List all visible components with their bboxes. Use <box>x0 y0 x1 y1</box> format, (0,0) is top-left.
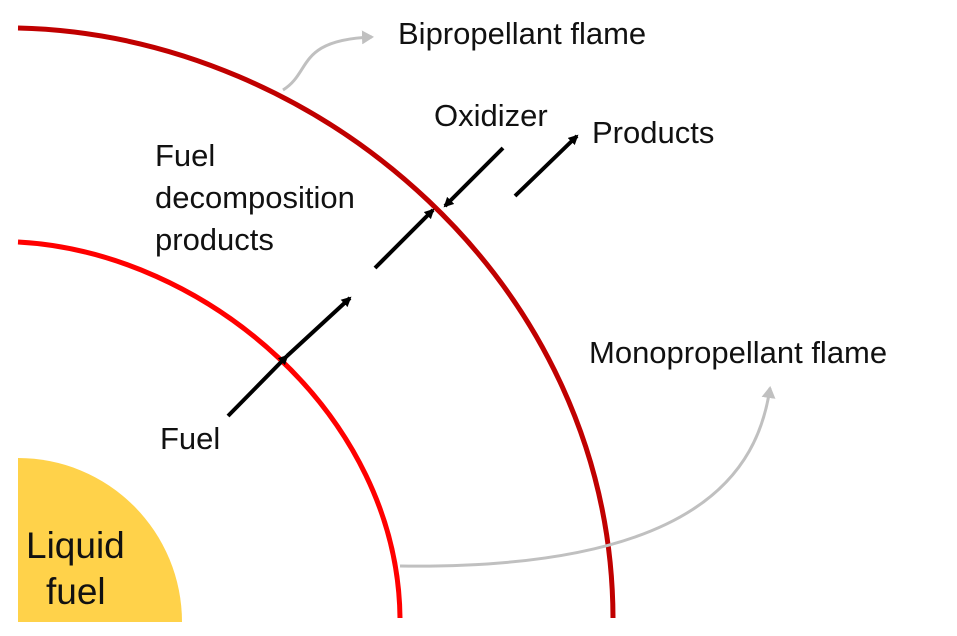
fuel-decomposition-label-line-3: products <box>155 222 274 257</box>
monopropellant-flame-label: Monopropellant flame <box>589 335 887 370</box>
fuel-arrow-lower <box>226 354 289 418</box>
bipropellant-flame-arc <box>17 25 616 619</box>
products-label: Products <box>592 115 714 150</box>
fuel-label: Fuel <box>160 421 220 456</box>
fuel-decomposition-label-line-2: decomposition <box>155 180 355 215</box>
products-arrow <box>513 134 579 198</box>
fuel-decomposition-label-line-1: Fuel <box>155 138 215 173</box>
oxidizer-label: Oxidizer <box>434 98 548 133</box>
fuel-arrow-middle <box>285 296 352 358</box>
liquid-fuel-droplet <box>18 458 182 622</box>
oxidizer-arrow <box>443 146 505 208</box>
bipropellant-flame-label: Bipropellant flame <box>398 16 646 51</box>
bipropellant-callout-arrow <box>282 30 374 92</box>
fuel-decomposition-arrow <box>373 208 435 270</box>
liquid-fuel-label-line-2: fuel <box>46 571 106 612</box>
monopropellant-callout-arrow <box>399 386 776 568</box>
liquid-fuel-label-line-1: Liquid <box>26 525 125 566</box>
